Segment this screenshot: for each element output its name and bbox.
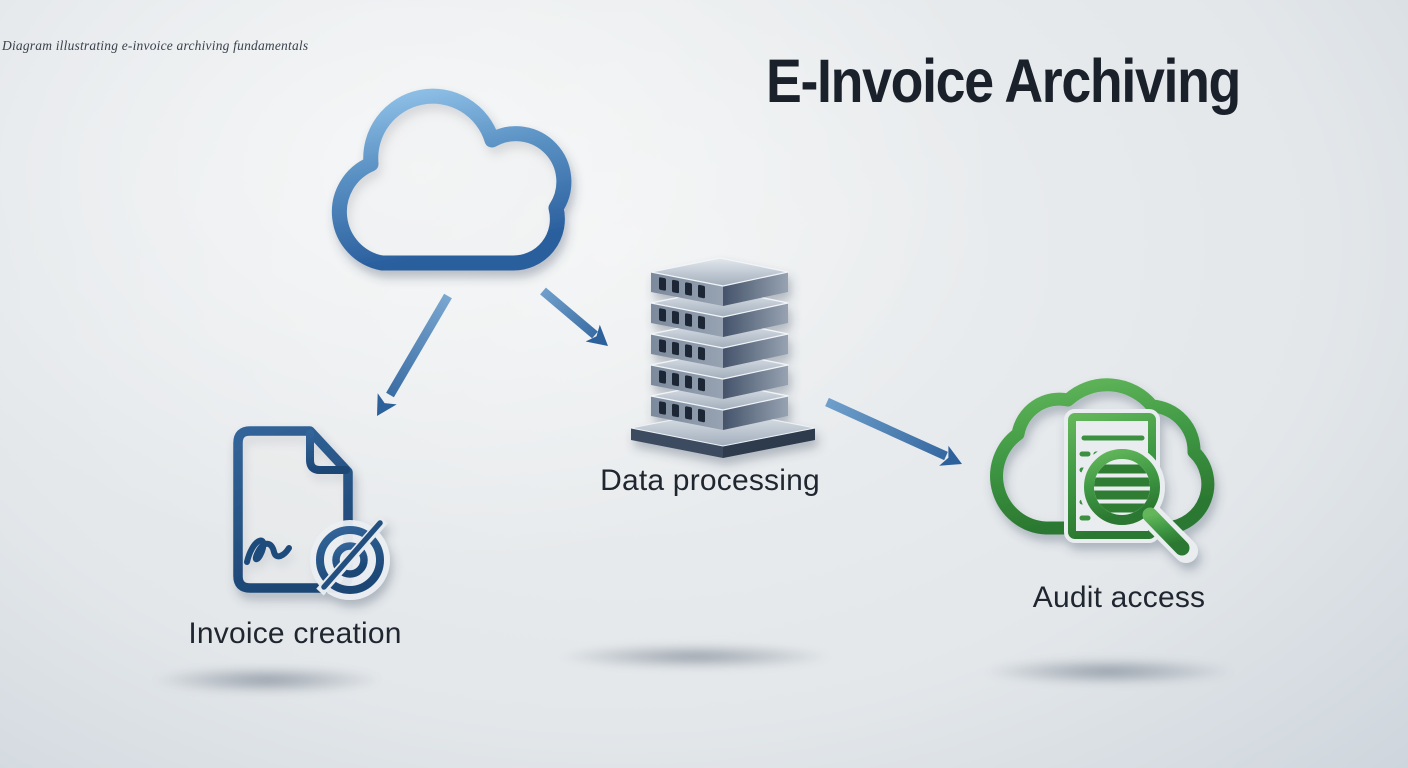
server-stack-icon	[630, 257, 816, 458]
ground-shadow-audit	[983, 658, 1235, 685]
ground-shadow-server	[558, 644, 832, 669]
arrow-server-to-audit	[825, 397, 962, 466]
stamp-seal-icon	[310, 516, 390, 600]
audit-cloud-icon	[990, 378, 1215, 563]
signature-squiggle	[244, 537, 292, 565]
page-title: E-Invoice Archiving	[765, 47, 1241, 115]
arrow-cloud-to-server	[540, 287, 608, 346]
label-audit-access: Audit access	[1032, 581, 1206, 614]
magnifier-icon	[1079, 444, 1198, 563]
label-data-processing: Data processing	[600, 464, 820, 497]
diagram-caption: Diagram illustrating e-invoice archiving…	[2, 38, 309, 53]
invoice-document-icon	[233, 426, 390, 600]
cloud-icon	[331, 88, 572, 271]
ground-shadow-invoice	[152, 666, 382, 694]
arrow-cloud-to-invoice	[377, 293, 452, 416]
label-invoice-creation: Invoice creation	[188, 617, 402, 650]
